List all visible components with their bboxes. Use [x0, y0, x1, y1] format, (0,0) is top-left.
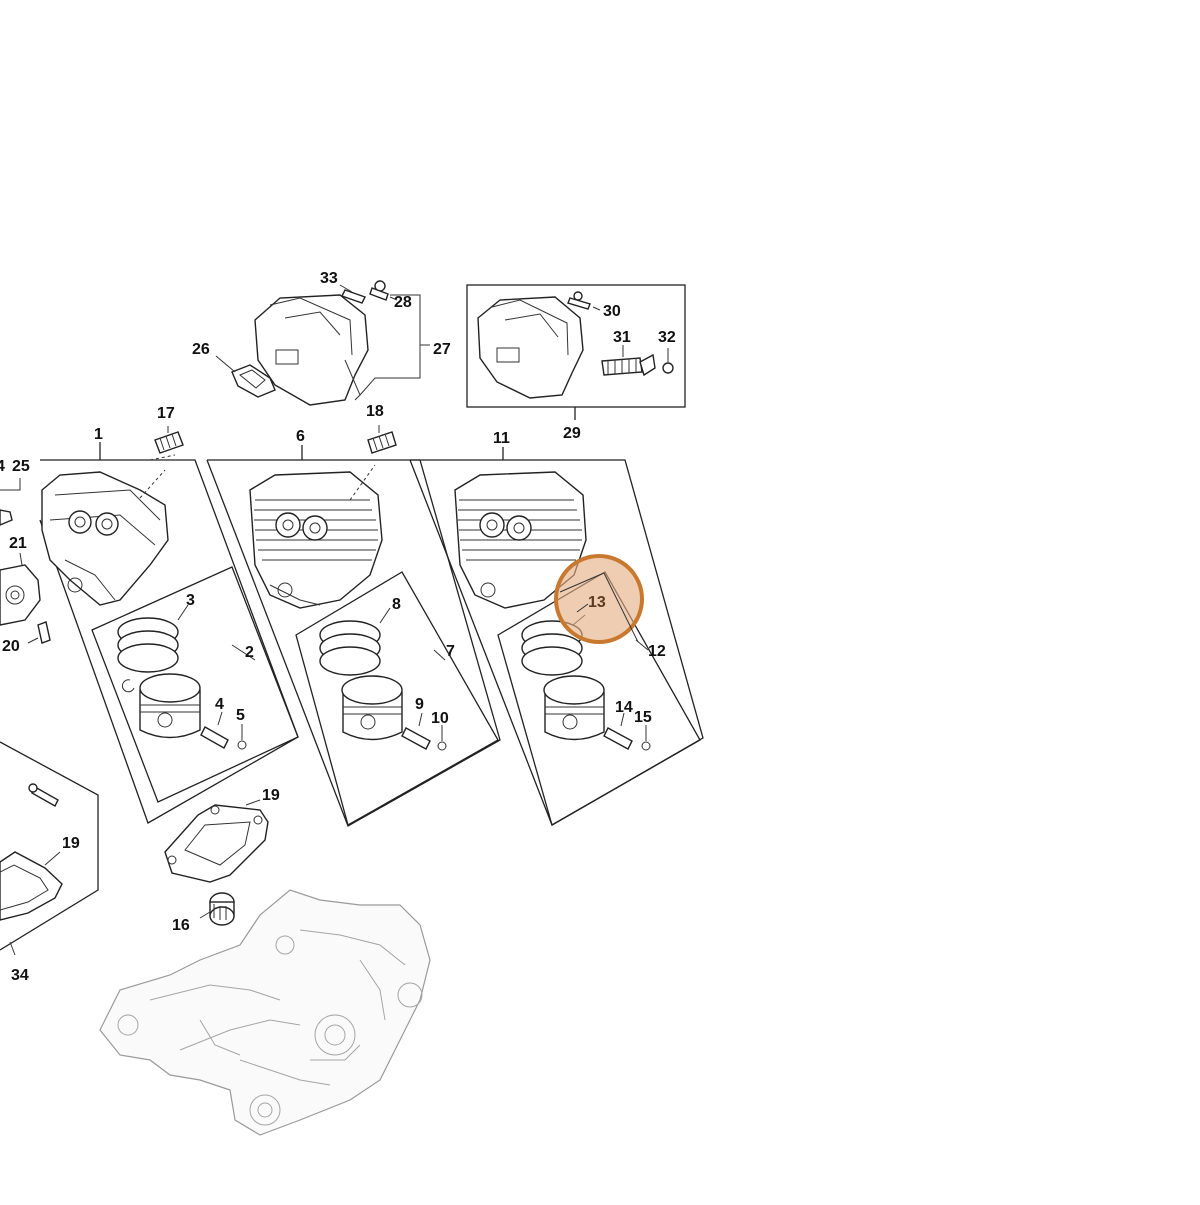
- callout-29: 29: [563, 425, 581, 442]
- left-lower-group: [0, 741, 99, 956]
- callout-12: 12: [648, 643, 666, 660]
- callout-20: 20: [2, 638, 20, 655]
- callout-33: 33: [320, 270, 338, 287]
- callout-27: 27: [433, 341, 451, 358]
- callout-3: 3: [186, 592, 195, 609]
- callout-32: 32: [658, 329, 676, 346]
- callout-14: 14: [615, 699, 633, 716]
- gasket-19: [164, 799, 269, 883]
- highlight-marker[interactable]: 13: [554, 554, 644, 644]
- callout-10: 10: [431, 710, 449, 727]
- callout-7: 7: [446, 643, 455, 660]
- callout-19-left: 19: [62, 835, 80, 852]
- callout-1: 1: [94, 426, 103, 443]
- callout-4: 4: [215, 696, 224, 713]
- callout-16: 16: [172, 917, 190, 934]
- callout-13[interactable]: 13: [588, 594, 606, 611]
- left-group: [39, 442, 299, 824]
- left-edge-parts: [0, 478, 51, 644]
- callout-9: 9: [415, 696, 424, 713]
- middle-group: [206, 445, 501, 827]
- shroud-group: [215, 280, 430, 406]
- callout-8: 8: [392, 596, 401, 613]
- right-group: [409, 447, 704, 826]
- callout-5: 5: [236, 707, 245, 724]
- callout-2: 2: [245, 644, 254, 661]
- callout-4-left: 4: [0, 458, 5, 475]
- spark-plug-18: [367, 425, 397, 454]
- callout-30: 30: [603, 303, 621, 320]
- callout-25: 25: [12, 458, 30, 475]
- callout-28: 28: [394, 294, 412, 311]
- callout-31: 31: [613, 329, 631, 346]
- callout-26: 26: [192, 341, 210, 358]
- callout-19-center: 19: [262, 787, 280, 804]
- callout-18: 18: [366, 403, 384, 420]
- callout-17: 17: [157, 405, 175, 422]
- highlight-circle[interactable]: [554, 554, 644, 644]
- needle-bearing-16: [199, 892, 235, 926]
- callout-34: 34: [11, 967, 29, 984]
- shroud-kit-group: [466, 284, 686, 420]
- callout-labels: 1 2 3 4 5 6 7 8 9 10 11 12 14 15 16 17 1…: [0, 270, 676, 984]
- callout-6: 6: [296, 428, 305, 445]
- spark-plug-17: [154, 426, 184, 454]
- crankcase-ghost: [99, 889, 431, 1136]
- callout-11: 11: [493, 430, 510, 447]
- callout-21: 21: [9, 535, 27, 552]
- callout-15: 15: [634, 709, 652, 726]
